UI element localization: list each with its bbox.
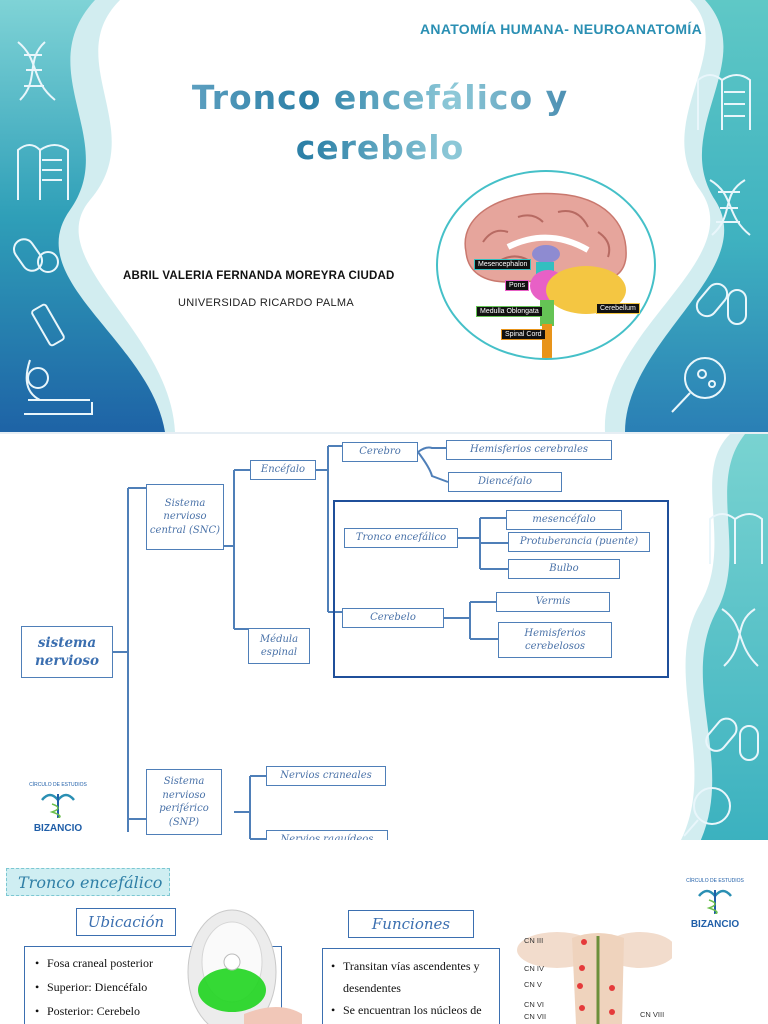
funciones-list: Transitan vías ascendentes y desendentes… xyxy=(322,948,500,1024)
node-snc: Sistema nervioso central (SNC) xyxy=(146,484,224,550)
node-cerebelo: Cerebelo xyxy=(342,608,444,628)
magnifier-icon-slide2 xyxy=(683,787,731,837)
torso-icon xyxy=(17,144,69,200)
funciones-title: Funciones xyxy=(348,910,474,938)
logo-caption: CÍRCULO DE ESTUDIOS xyxy=(686,878,744,884)
university-name: UNIVERSIDAD RICARDO PALMA xyxy=(178,297,354,309)
node-sistema-nervioso: sistema nervioso xyxy=(21,626,113,678)
brainstem-slide: Tronco encefálico Ubicación Fosa craneal… xyxy=(0,840,768,1024)
cn-label: CN V xyxy=(524,980,542,989)
node-protuberancia: Protuberancia (puente) xyxy=(508,532,650,552)
title-slide: ANATOMÍA HUMANA- NEUROANATOMÍA Tronco en… xyxy=(0,0,768,432)
list-item: Posterior: Cerebelo xyxy=(35,999,271,1023)
node-snp: Sistema nervioso periférico (SNP) xyxy=(146,769,222,835)
dna-icon-slide2 xyxy=(721,608,759,667)
node-nervios-craneales: Nervios craneales xyxy=(266,766,386,786)
torso-icon-right xyxy=(697,74,751,130)
label-medulla: Medulla Oblongata xyxy=(476,306,543,317)
node-vermis: Vermis xyxy=(496,592,610,612)
cn-label: CN VII xyxy=(524,1012,547,1021)
heading-banner xyxy=(6,868,170,896)
logo-caption: CÍRCULO DE ESTUDIOS xyxy=(29,782,87,788)
node-tronco-encefalico: Tronco encefálico xyxy=(344,528,458,548)
logo-name: BIZANCIO xyxy=(33,823,83,834)
cn-label: CN VI xyxy=(524,1000,545,1009)
author-name: ABRIL VALERIA FERNANDA MOREYRA CIUDAD xyxy=(123,270,395,282)
microscope-icon xyxy=(24,303,93,415)
ubicacion-title: Ubicación xyxy=(76,908,176,936)
pills-icon-slide2 xyxy=(705,717,759,761)
node-nervios-raquideos: Nervios raquídeos xyxy=(266,830,388,840)
node-mesencefalo: mesencéfalo xyxy=(506,510,622,530)
skull-base-image xyxy=(187,909,302,1024)
label-spinal-cord: Spinal Cord xyxy=(501,329,546,340)
slide-background xyxy=(0,0,768,432)
caduceus-icon xyxy=(41,793,75,819)
page-title-line2: cerebelo xyxy=(160,128,600,167)
bizancio-logo: CÍRCULO DE ESTUDIOS BIZANCIO xyxy=(28,782,88,834)
node-diencefalo: Diencéfalo xyxy=(448,472,562,492)
node-hemisferios-cerebrales: Hemisferios cerebrales xyxy=(446,440,612,460)
torso-icon-slide2 xyxy=(709,513,763,564)
node-cerebro: Cerebro xyxy=(342,442,418,462)
cn-label: CN IV xyxy=(524,964,545,973)
cranial-nerves-image xyxy=(517,932,672,1024)
label-pons: Pons xyxy=(505,280,529,291)
magnifier-icon xyxy=(671,357,726,413)
caduceus-icon xyxy=(698,889,732,915)
dna-icon xyxy=(17,41,56,101)
list-item: Transitan vías ascendentes y desendentes xyxy=(331,955,491,999)
bizancio-logo-2: CÍRCULO DE ESTUDIOS BIZANCIO xyxy=(684,878,746,930)
node-hemisferios-cerebelosos: Hemisferios cerebelosos xyxy=(498,622,612,658)
pills-icon-right xyxy=(695,282,747,325)
page-title-line1: Tronco encefálico y xyxy=(160,78,600,117)
list-item: Fosa craneal posterior xyxy=(35,951,271,975)
logo-name: BIZANCIO xyxy=(690,919,740,930)
list-item: Superior: Diencéfalo xyxy=(35,975,271,999)
label-mesencephalon: Mesencephalon xyxy=(474,259,532,270)
concept-map-slide: sistema nervioso Sistema nervioso centra… xyxy=(0,432,768,840)
cn-label: CN III xyxy=(524,936,544,945)
node-encefalo: Encéfalo xyxy=(250,460,316,480)
course-title: ANATOMÍA HUMANA- NEUROANATOMÍA xyxy=(420,21,702,37)
slide2-background xyxy=(113,434,768,840)
node-bulbo: Bulbo xyxy=(508,559,620,579)
pills-icon xyxy=(12,238,59,273)
label-cerebellum: Cerebellum xyxy=(596,303,640,314)
cn-label: CN VIII xyxy=(640,1010,665,1019)
section-heading: Tronco encefálico xyxy=(18,873,163,892)
dna-icon-right xyxy=(709,179,751,236)
brain-diagram xyxy=(436,170,656,360)
node-medula-espinal: Médula espinal xyxy=(248,628,310,664)
list-item: Se encuentran los núcleos de xyxy=(331,999,491,1021)
